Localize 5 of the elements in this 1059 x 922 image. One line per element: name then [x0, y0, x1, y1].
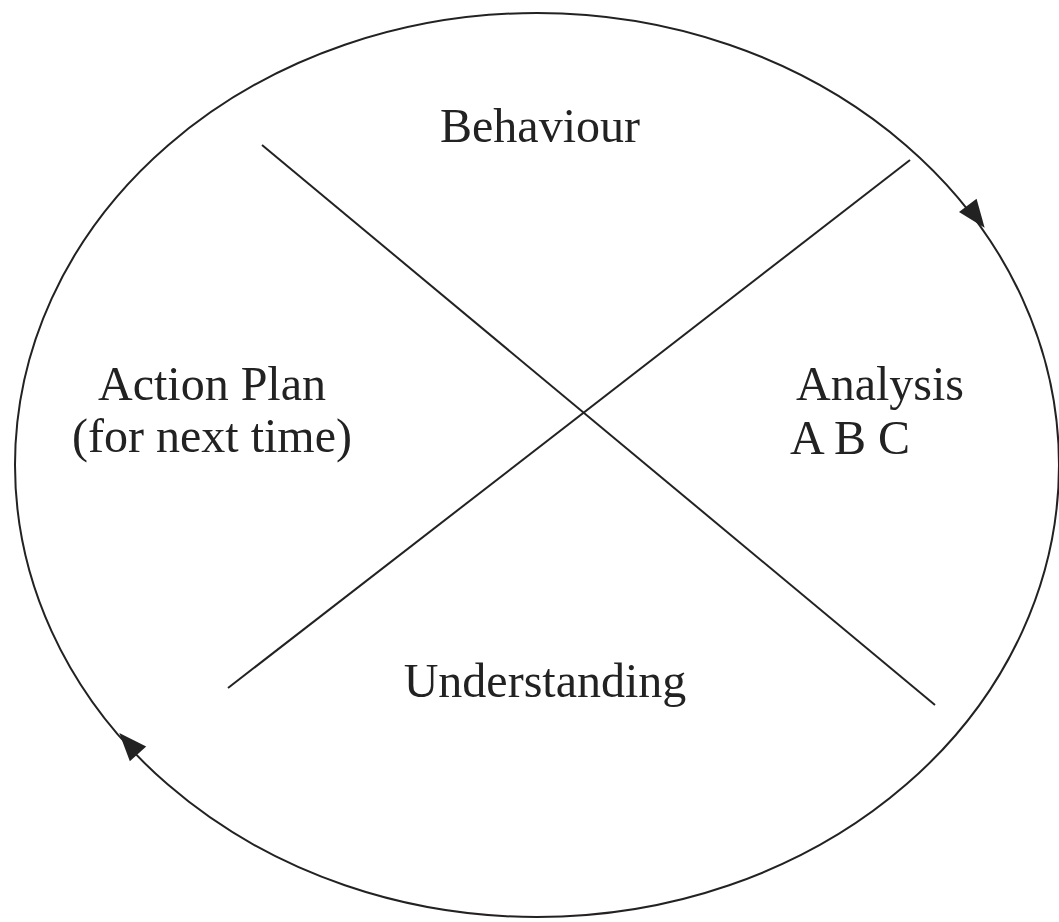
quadrant-label: Understanding — [402, 655, 688, 707]
quadrant-label: Action Plan (for next time) — [71, 358, 353, 462]
quadrant-label: Behaviour — [439, 100, 641, 152]
quadrant-label: A B C — [788, 412, 911, 464]
quadrant-label: Analysis — [795, 358, 965, 410]
